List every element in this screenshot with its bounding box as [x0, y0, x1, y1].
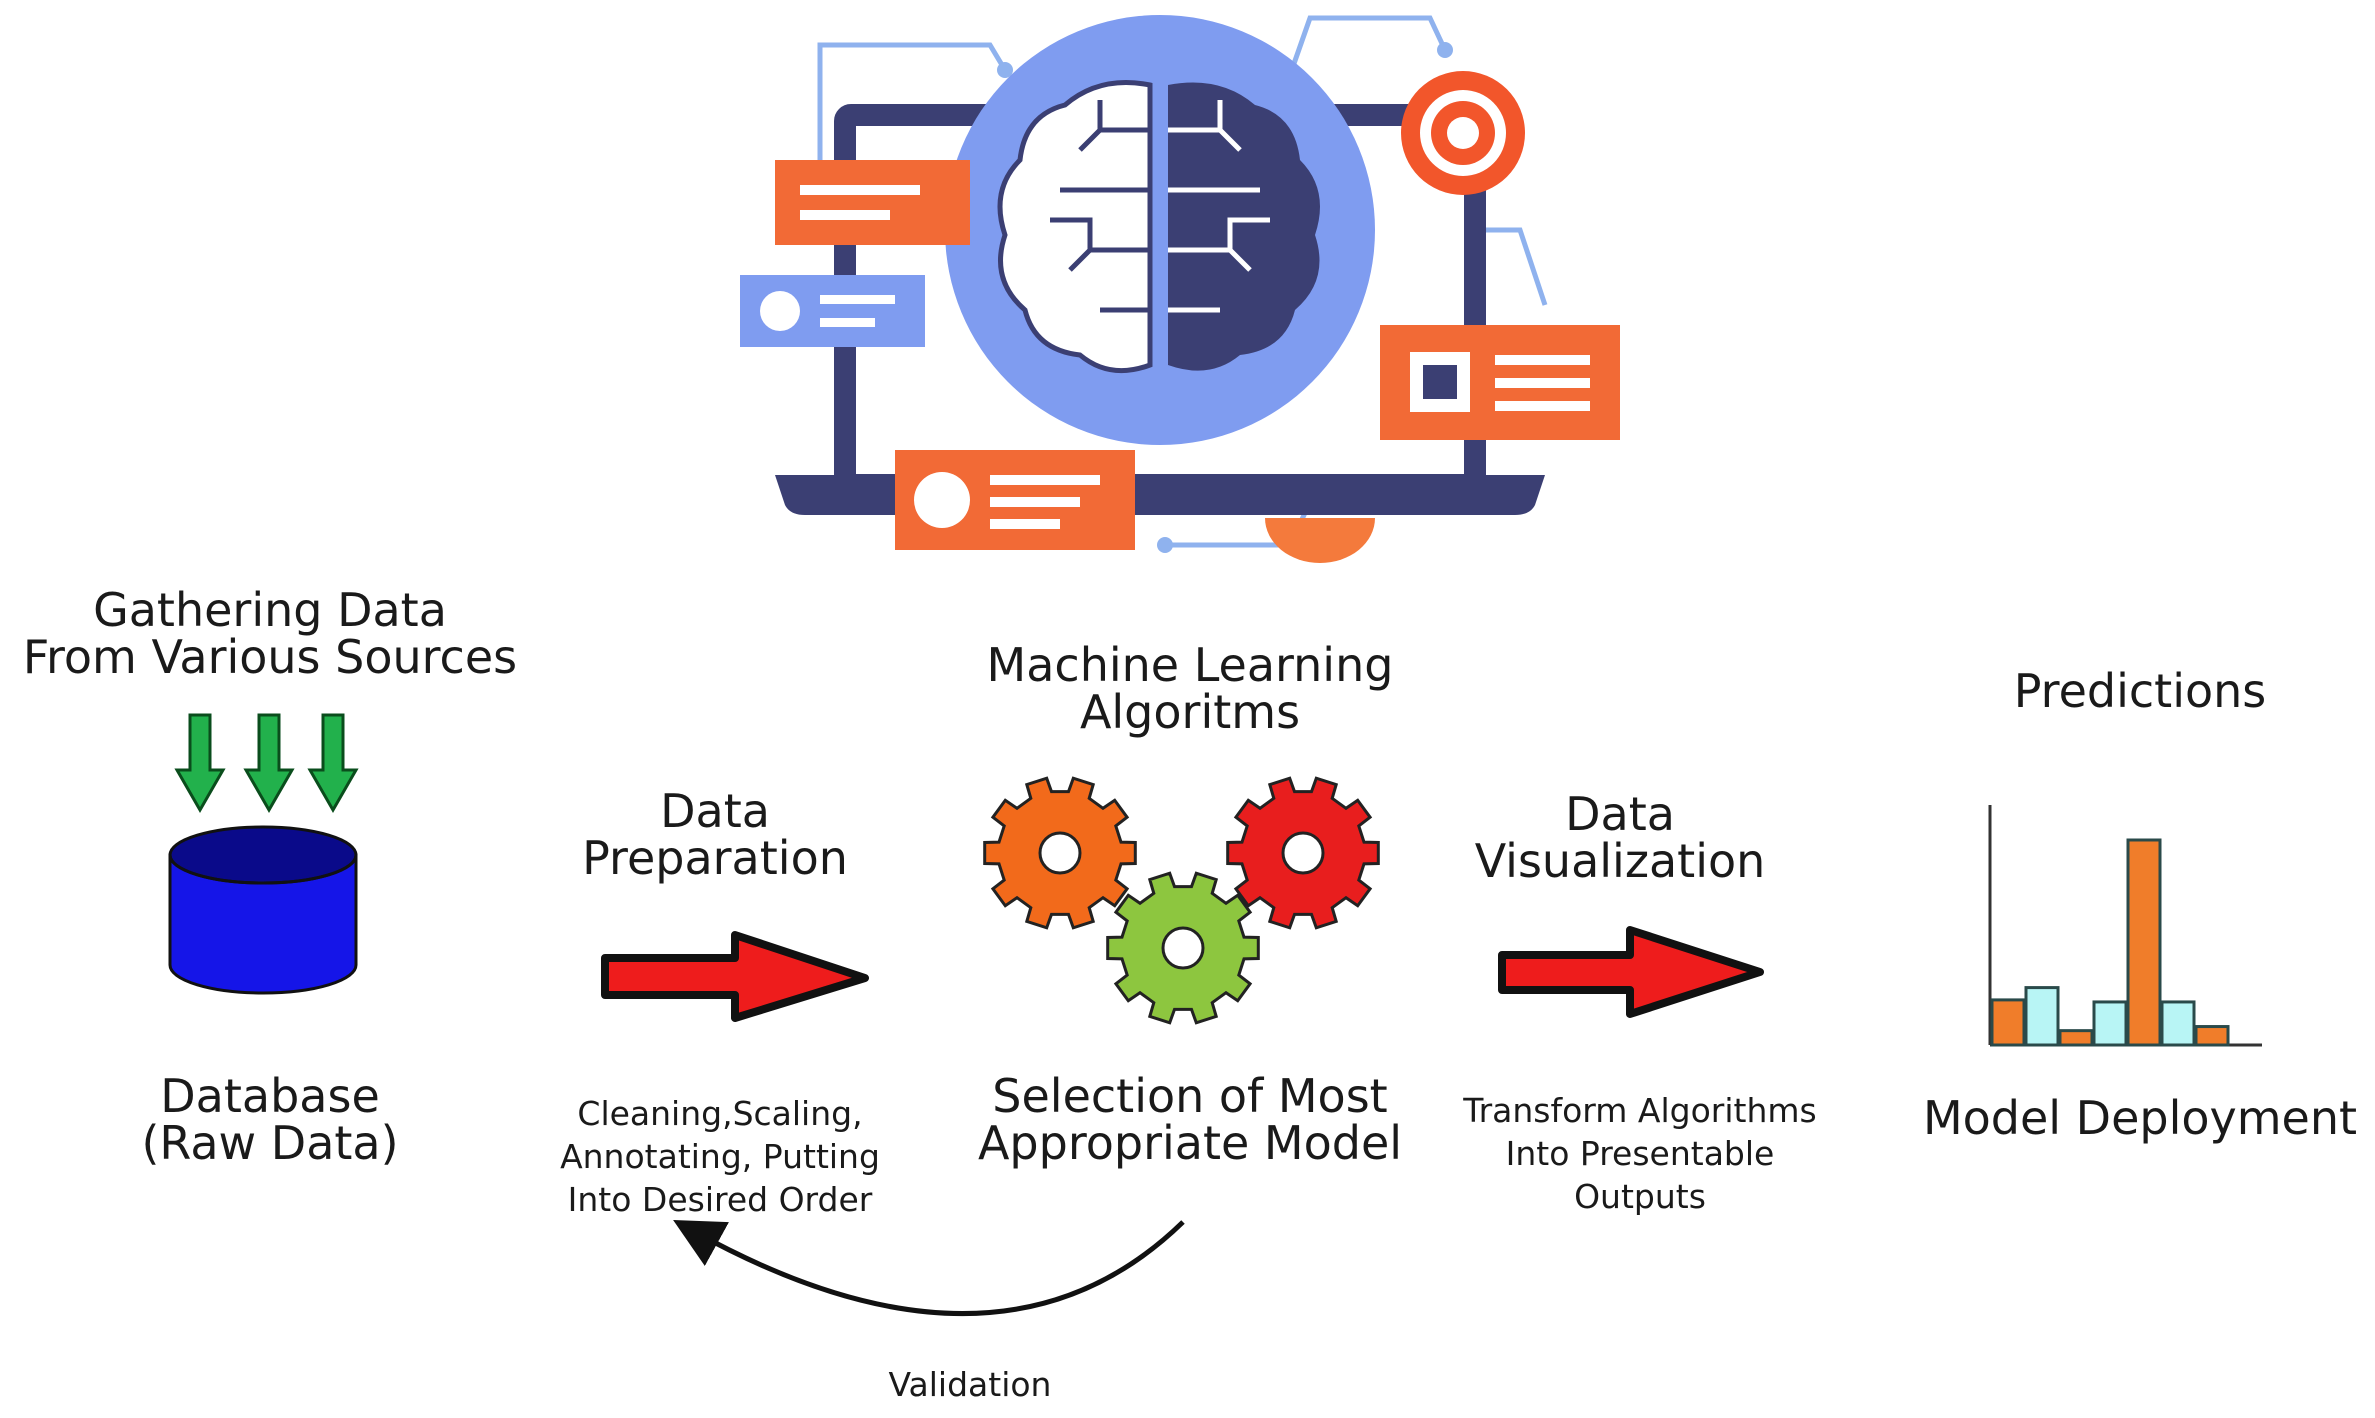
green-arrow-3	[307, 713, 359, 814]
prediction-bar-chart	[1988, 805, 2262, 1047]
label-predictions: Predictions	[2013, 664, 2267, 718]
chart-bar	[2058, 1029, 2094, 1047]
gears-icon	[983, 776, 1380, 1025]
orange-gear-hole	[1038, 831, 1082, 875]
chart-bar	[1990, 998, 2026, 1047]
label-selection-model: Selection of Most Appropriate Model	[977, 1069, 1403, 1170]
database-icon	[168, 825, 358, 995]
label-data-visualization: Data Visualization	[1474, 787, 1766, 888]
label-ml-algorithms: Machine Learning Algoritms	[986, 638, 1394, 739]
label-database: Database (Raw Data)	[141, 1069, 399, 1170]
red-arrow-visualization	[1498, 926, 1764, 1018]
red-gear-hole	[1281, 831, 1325, 875]
label-model-deployment: Model Deployment	[1922, 1091, 2358, 1145]
left-brain-icon	[997, 80, 1153, 374]
validation-arrow	[673, 1219, 1185, 1316]
right-brain-icon	[1168, 82, 1320, 371]
label-validation: Validation	[888, 1365, 1052, 1404]
label-preparation-description: Cleaning,Scaling, Annotating, Putting In…	[560, 1094, 880, 1219]
laptop-notch	[1265, 518, 1375, 563]
chip-card-right	[1380, 325, 1620, 440]
red-arrow-preparation	[601, 931, 869, 1022]
chart-bar	[2194, 1025, 2230, 1047]
blue-card-left	[740, 275, 925, 347]
chart-bar	[2024, 986, 2060, 1047]
green-gear-hole	[1161, 926, 1205, 970]
orange-card-top-left	[775, 160, 970, 245]
chart-bar	[2092, 1000, 2128, 1047]
label-gathering-data: Gathering Data From Various Sources	[22, 583, 518, 684]
chart-bar	[2160, 1000, 2196, 1047]
green-down-arrows	[174, 713, 359, 814]
green-arrow-2	[243, 713, 295, 814]
orange-card-bottom	[895, 450, 1135, 550]
label-visualization-description: Transform Algorithms Into Presentable Ou…	[1463, 1091, 1817, 1216]
chart-bar	[2126, 838, 2162, 1047]
green-arrow-1	[174, 713, 226, 814]
label-data-preparation: Data Preparation	[582, 784, 848, 885]
